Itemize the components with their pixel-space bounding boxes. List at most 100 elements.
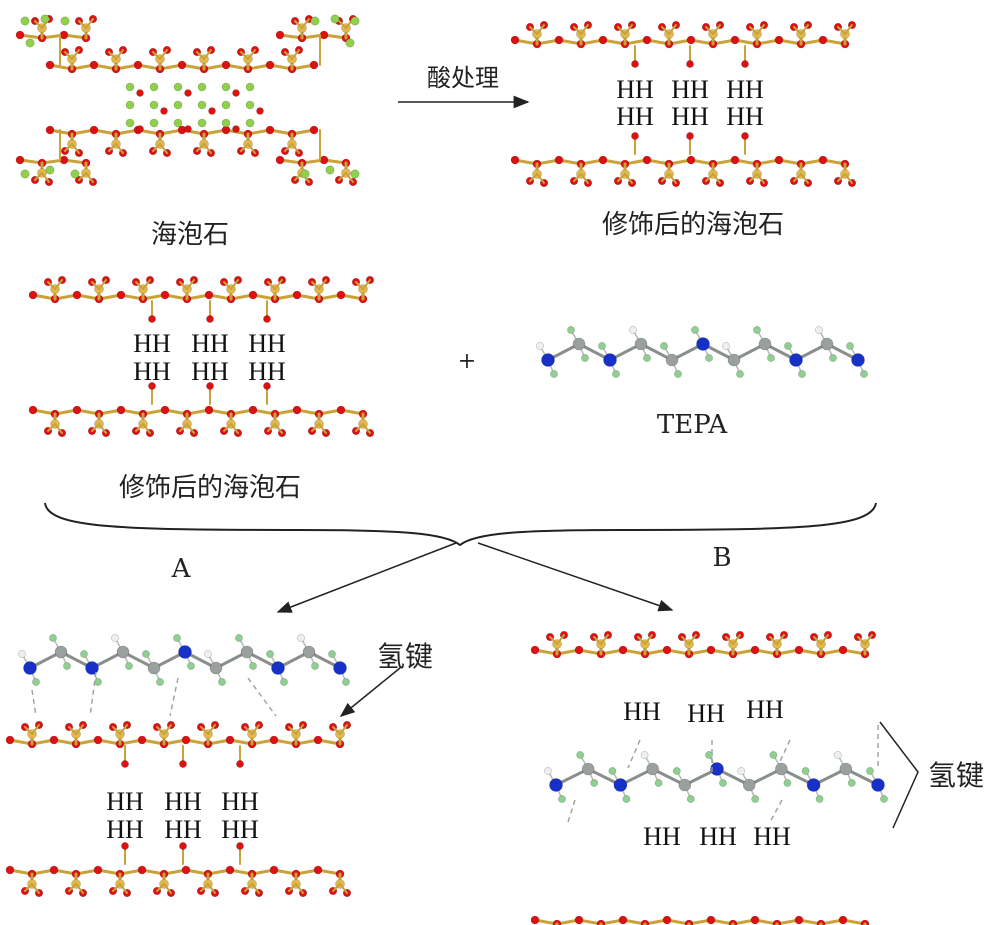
silanol-h-label: HH (164, 815, 202, 844)
bond (756, 24, 765, 35)
carbon-atom (839, 762, 853, 776)
hydrogen-atom (705, 751, 713, 759)
magnesium-atom (221, 118, 231, 128)
hydrogen-bond-line (31, 689, 37, 717)
silanol-h-label: HH (616, 75, 654, 104)
hydrogen-atom (297, 634, 305, 642)
oxygen-atom (269, 865, 279, 875)
hydrogen-atom (880, 795, 888, 803)
bond (24, 726, 33, 735)
carbon-atom (634, 337, 648, 351)
bond (119, 724, 128, 735)
hydrogen-atom (846, 342, 854, 350)
carbon-atom (665, 353, 679, 367)
bond (91, 423, 100, 432)
magnesium-atom (350, 16, 360, 26)
bond (362, 279, 371, 290)
bond (186, 423, 195, 434)
oxygen-atom (554, 35, 564, 45)
bond (284, 143, 293, 152)
oxygen-atom (292, 290, 302, 300)
oxygen-atom (275, 155, 285, 165)
carbon-atom (678, 778, 692, 792)
hydrogen-atom (187, 662, 195, 670)
oxygen-atom (269, 735, 279, 745)
oxygen-atom (160, 405, 170, 415)
silanol-h-label: HH (248, 329, 286, 358)
oxygen-atom (598, 155, 608, 165)
hydrogen-atom (640, 751, 649, 759)
water-oxygen-atom (232, 125, 240, 133)
oxygen-atom (336, 290, 346, 300)
bond (864, 634, 873, 645)
silanol-h-label: HH (133, 329, 171, 358)
hydrogen-atom (815, 795, 824, 803)
oxygen-atom (5, 735, 15, 745)
oxygen-atom (5, 865, 15, 875)
oxygen-atom (686, 155, 696, 165)
oxygen-atom (28, 290, 38, 300)
bond (291, 143, 300, 154)
bond (135, 281, 144, 290)
hydrogen-bond-pointer-a (339, 667, 401, 717)
bond (203, 143, 212, 154)
modified-sepiolite-label-middle: 修饰后的海泡石 (119, 473, 301, 503)
oxygen-atom (686, 35, 696, 45)
oxygen-atom (89, 125, 99, 135)
hydrogen-bond-line (627, 739, 641, 769)
hydrogen-atom (674, 370, 682, 378)
bond (536, 24, 545, 35)
oxygen-atom (204, 405, 214, 415)
oxygen-atom (137, 865, 147, 875)
bond (34, 20, 43, 29)
carbon-atom (240, 645, 254, 659)
bond (800, 173, 809, 184)
magnesium-atom (40, 14, 50, 24)
oxygen-atom (206, 382, 214, 390)
hydrogen-atom (672, 767, 681, 775)
carbon-atom (302, 645, 316, 659)
magnesium-atom (149, 100, 159, 110)
hydrogen-atom (608, 767, 617, 775)
bond (637, 636, 646, 645)
oxygen-atom (263, 382, 271, 390)
oxygen-atom (309, 60, 319, 70)
bond (573, 26, 582, 35)
oxygen-atom (774, 35, 784, 45)
oxygen-atom (319, 155, 329, 165)
oxygen-atom (137, 735, 147, 745)
bond (207, 883, 216, 894)
oxygen-atom (15, 155, 25, 165)
bond (529, 173, 538, 182)
hydrogen-atom (558, 795, 566, 803)
magnesium-atom (173, 118, 183, 128)
magnesium-atom (45, 165, 55, 175)
silanol-h-label: HH (753, 822, 791, 851)
bond (75, 724, 84, 735)
bond (200, 883, 209, 892)
bond (624, 173, 633, 184)
oxygen-atom (59, 155, 69, 165)
bond (247, 49, 256, 60)
carbon-atom (209, 661, 223, 675)
hydrogen-atom (643, 354, 651, 362)
bond (112, 726, 121, 735)
oxygen-atom (72, 290, 82, 300)
bond (813, 636, 822, 645)
water-oxygen-atom (184, 125, 192, 133)
bond (71, 143, 80, 154)
bond (536, 173, 545, 184)
oxygen-atom (181, 865, 191, 875)
bond (24, 883, 33, 892)
hydrogen-atom (32, 678, 40, 686)
bond (112, 883, 121, 892)
hydrogen-bond-label-b: 氢键 (928, 759, 984, 792)
hydrogen-atom (544, 767, 552, 775)
magnesium-atom (221, 82, 231, 92)
bond (291, 49, 300, 60)
bond (64, 143, 73, 152)
nitrogen-atom (178, 645, 192, 659)
